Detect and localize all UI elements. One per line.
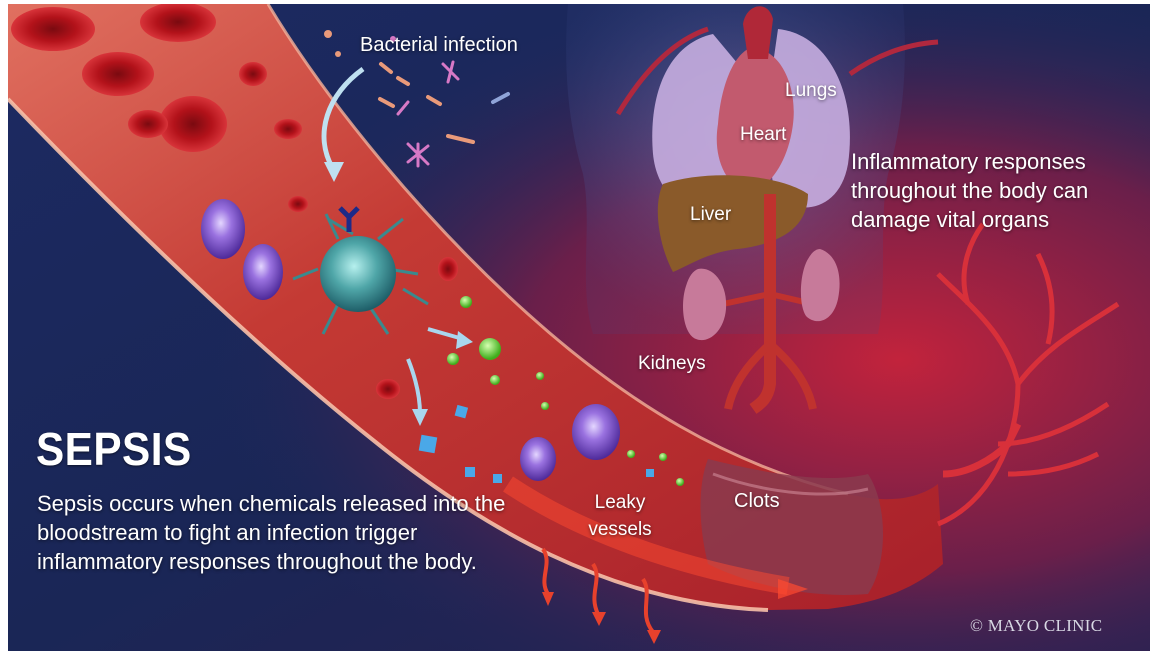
label-inflammatory-responses: Inflammatory responses throughout the bo… — [851, 147, 1150, 234]
page-title: SEPSIS — [36, 422, 192, 476]
label-clots: Clots — [734, 490, 780, 513]
white-blood-cell — [243, 244, 283, 300]
red-blood-cell — [128, 110, 168, 138]
red-blood-cell — [11, 7, 95, 51]
red-blood-cell — [274, 119, 302, 139]
red-blood-cell — [82, 52, 154, 96]
label-heart: Heart — [740, 124, 786, 146]
red-blood-cell — [438, 257, 458, 281]
white-blood-cell — [572, 404, 620, 460]
copyright-notice: © MAYO CLINIC — [970, 616, 1102, 636]
red-blood-cell — [159, 96, 227, 152]
red-blood-cell — [288, 196, 308, 212]
red-blood-cell — [239, 62, 267, 86]
label-liver: Liver — [690, 204, 731, 226]
label-kidneys: Kidneys — [638, 353, 706, 375]
white-blood-cell — [520, 437, 556, 481]
label-lungs: Lungs — [785, 80, 837, 102]
sepsis-illustration: SEPSIS Sepsis occurs when chemicals rele… — [8, 4, 1150, 651]
white-blood-cell — [201, 199, 245, 259]
red-blood-cell — [376, 379, 400, 399]
label-bacterial-infection: Bacterial infection — [360, 34, 518, 57]
label-leaky-vessels: Leaky vessels — [575, 489, 665, 543]
sepsis-description: Sepsis occurs when chemicals released in… — [37, 489, 507, 576]
